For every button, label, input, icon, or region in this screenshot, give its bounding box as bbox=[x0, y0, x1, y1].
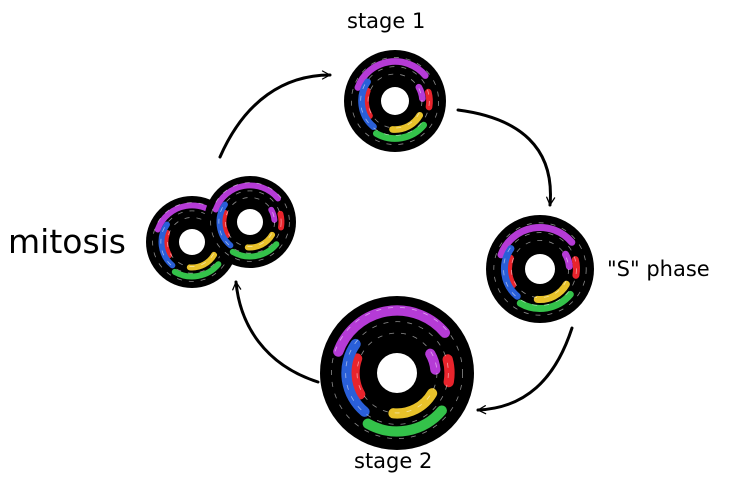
chromatin-purple-arc bbox=[497, 223, 576, 259]
arrow-stage1-to-s-phase bbox=[456, 108, 556, 207]
chromatin-blue-arc bbox=[341, 338, 370, 417]
chromatin-red-arc bbox=[220, 209, 231, 239]
label-mitosis: mitosis bbox=[8, 222, 126, 261]
chromatin-red-arc bbox=[162, 229, 173, 259]
chromatin-yellow-arc bbox=[244, 231, 276, 251]
label-s-phase: "S" phase bbox=[607, 257, 710, 281]
chromatin-blue-arc bbox=[501, 245, 521, 300]
chromatin-green-arc bbox=[516, 290, 574, 312]
chromatin-purple-arc bbox=[415, 83, 426, 102]
cell-stage1 bbox=[344, 50, 446, 152]
chromatin-blue-arc bbox=[158, 221, 176, 269]
chromatin-red-arc bbox=[362, 87, 373, 120]
chromatin-purple-arc bbox=[268, 206, 278, 223]
cell-s-phase bbox=[486, 215, 594, 323]
chromatin-purple-arc bbox=[212, 182, 281, 213]
chromatin-blue-arc bbox=[216, 201, 234, 249]
chromatin-yellow-arc bbox=[388, 388, 438, 419]
cell-stage2 bbox=[320, 296, 474, 450]
chromatin-purple-arc bbox=[354, 58, 429, 91]
chromatin-yellow-arc bbox=[389, 111, 424, 133]
chromatin-purple-arc bbox=[561, 250, 573, 270]
chromatin-red-arc bbox=[442, 354, 455, 388]
arrow-s-phase-to-stage2 bbox=[476, 326, 574, 415]
chromatin-red-arc bbox=[505, 254, 517, 289]
label-stage1: stage 1 bbox=[347, 9, 426, 33]
chromatin-yellow-arc bbox=[186, 251, 218, 271]
label-stage2: stage 2 bbox=[354, 449, 433, 473]
chromatin-green-arc bbox=[372, 121, 428, 142]
chromatin-red-arc bbox=[349, 353, 366, 400]
chromatin-green-arc bbox=[229, 241, 280, 260]
chromatin-purple-arc bbox=[333, 305, 451, 357]
cell-mitosis-daughter-2 bbox=[204, 176, 296, 268]
chromatin-green-arc bbox=[171, 261, 222, 280]
arrow-mitosis-to-stage1 bbox=[218, 70, 332, 159]
arrow-stage2-to-mitosis bbox=[232, 280, 320, 384]
chromatin-yellow-arc bbox=[533, 280, 570, 303]
chromatin-green-arc bbox=[362, 405, 447, 437]
chromatin-purple-arc bbox=[425, 348, 441, 375]
chromatin-blue-arc bbox=[358, 78, 377, 131]
